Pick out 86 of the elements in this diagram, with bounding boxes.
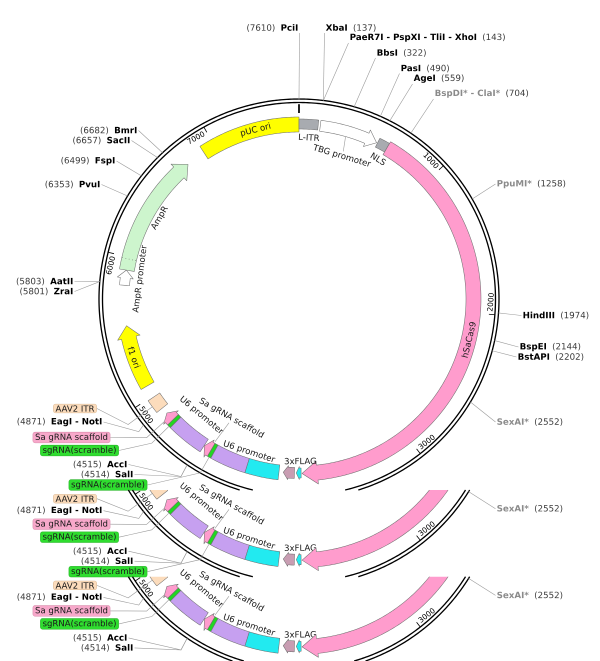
enzyme-label: (6353) PvuI bbox=[46, 180, 100, 188]
enzyme-label: SexAI* (2552) bbox=[497, 418, 562, 426]
leader-line bbox=[494, 340, 519, 348]
leader-line bbox=[390, 84, 413, 122]
leader-line bbox=[468, 578, 496, 596]
leader-line bbox=[498, 312, 522, 316]
map-feature: f1 ori bbox=[117, 325, 154, 390]
enzyme-label: (4514) SalI bbox=[82, 557, 132, 566]
leader-line bbox=[110, 421, 164, 438]
feature-tag: Sa gRNA scaffold bbox=[32, 432, 110, 444]
leader-line bbox=[103, 422, 144, 432]
feature-tag: AAV2 ITR bbox=[53, 494, 97, 504]
leader-line bbox=[101, 184, 128, 196]
feature-label: AmpR promoter bbox=[132, 245, 146, 313]
leader-line bbox=[214, 422, 230, 442]
enzyme-label: BspEI (2144) bbox=[520, 342, 580, 352]
leader-line bbox=[96, 493, 152, 512]
leader-line bbox=[116, 160, 142, 176]
enzyme-label: BspDI* - ClaI* (704) bbox=[436, 89, 528, 98]
leader-line bbox=[298, 32, 300, 100]
enzyme-label: (4871) EagI - NotI bbox=[18, 506, 102, 515]
feature-label: L-ITR bbox=[298, 134, 320, 142]
feature-tag: Sa gRNA scaffold bbox=[32, 518, 110, 530]
enzyme-label: (6682) BmrI bbox=[80, 126, 136, 134]
leader-line bbox=[147, 457, 210, 486]
enzyme-label: (4514) SalI bbox=[82, 644, 132, 652]
enzyme-label: (6499) FspI bbox=[61, 156, 114, 166]
enzyme-label: (4515) AccI bbox=[74, 547, 126, 556]
enzyme-label: (6657) SacII bbox=[73, 136, 130, 144]
leader-line bbox=[147, 544, 210, 572]
leader-line bbox=[343, 136, 346, 152]
feature-tag: sgRNA(scramble) bbox=[40, 618, 119, 630]
leader-line bbox=[74, 281, 100, 292]
leader-line bbox=[323, 32, 325, 101]
leader-line bbox=[74, 281, 100, 282]
enzyme-label: PpuMI* (1258) bbox=[497, 180, 566, 188]
enzyme-label: (5803) AatII bbox=[16, 278, 72, 286]
leader-line bbox=[380, 73, 400, 117]
leader-line bbox=[131, 140, 158, 158]
enzyme-label: BbsI (322) bbox=[378, 49, 426, 57]
leader-line bbox=[470, 402, 496, 422]
enzyme-label: (4515) AccI bbox=[74, 460, 126, 468]
enzyme-label: HindIII (1974) bbox=[523, 312, 588, 320]
leader-line bbox=[118, 426, 169, 451]
feature-tag: sgRNA(scramble) bbox=[68, 566, 148, 578]
leader-line bbox=[96, 580, 152, 598]
leader-line bbox=[354, 58, 376, 108]
enzyme-label: AgeI (559) bbox=[414, 74, 464, 83]
leader-line bbox=[323, 42, 349, 101]
leader-line bbox=[214, 509, 230, 529]
leader-line bbox=[468, 491, 496, 509]
leader-line bbox=[110, 508, 164, 525]
feature-tag: sgRNA(scramble) bbox=[68, 479, 148, 491]
leader-line bbox=[103, 597, 144, 606]
enzyme-label: XbaI (137) bbox=[326, 24, 376, 32]
feature-tag: Sa gRNA scaffold bbox=[32, 605, 110, 616]
leader-line bbox=[96, 406, 152, 425]
leader-line bbox=[134, 551, 188, 564]
enzyme-label: (4871) EagI - NotI bbox=[18, 593, 102, 602]
map-feature bbox=[282, 465, 295, 480]
feature-tag: AAV2 ITR bbox=[53, 580, 97, 590]
leader-line bbox=[138, 130, 163, 154]
leader-line bbox=[103, 510, 144, 519]
leader-line bbox=[410, 98, 434, 134]
enzyme-label: SexAI* (2552) bbox=[497, 592, 562, 600]
feature-tag: sgRNA(scramble) bbox=[40, 444, 119, 456]
enzyme-label: SexAI* (2552) bbox=[497, 504, 562, 513]
enzyme-label: (7610) PciI bbox=[247, 24, 298, 32]
feature-tag: sgRNA(scramble) bbox=[40, 532, 119, 543]
leader-line bbox=[118, 600, 169, 624]
enzyme-label: (4514) SalI bbox=[82, 470, 132, 478]
leader-line bbox=[214, 596, 230, 616]
leader-line bbox=[118, 513, 169, 538]
feature-tag: AAV2 ITR bbox=[53, 404, 97, 414]
enzyme-label: (4871) EagI - NotI bbox=[18, 418, 102, 426]
enzyme-label: (4515) AccI bbox=[74, 634, 126, 642]
enzyme-label: BstAPI (2202) bbox=[518, 353, 584, 361]
map-feature bbox=[282, 552, 295, 567]
leader-line bbox=[492, 350, 517, 358]
leader-line bbox=[110, 594, 164, 612]
leader-line bbox=[472, 184, 496, 200]
map-feature bbox=[282, 638, 295, 654]
enzyme-label: PaeR7I - PspXI - TliI - XhoI (143) bbox=[350, 33, 505, 42]
enzyme-label: (5801) ZraI bbox=[20, 288, 72, 296]
feature-label: NLS bbox=[370, 152, 386, 166]
enzyme-label: PasI (490) bbox=[402, 64, 449, 72]
